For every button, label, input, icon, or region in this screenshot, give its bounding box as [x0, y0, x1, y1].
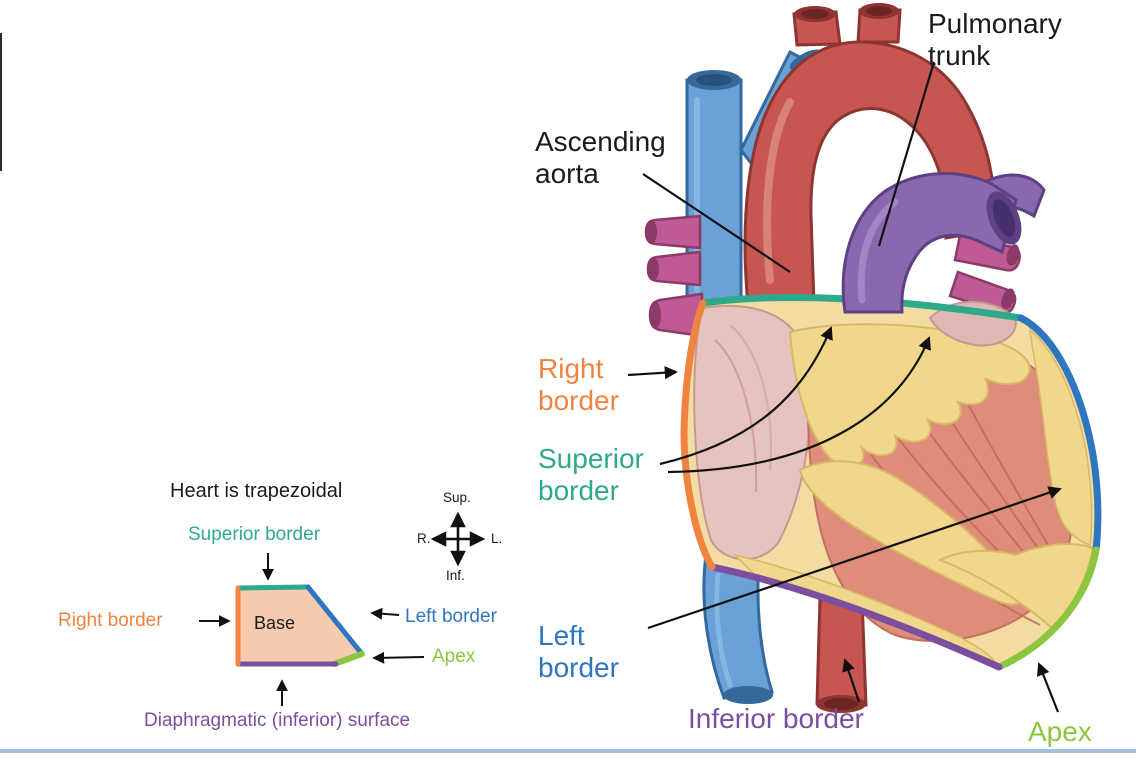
inferior-border-arrow: [842, 658, 861, 703]
aorta: [743, 3, 996, 307]
left-border-outline: [1017, 314, 1102, 554]
heart-body: [682, 296, 1099, 669]
schematic-arrows: [199, 553, 425, 706]
right-border-arrow: [627, 366, 678, 380]
schematic-apex-label: Apex: [432, 646, 476, 667]
superior-border-arrow-1: [659, 326, 833, 466]
right-border-outline: [680, 299, 716, 571]
left-pulmonary-vessels: [644, 214, 704, 338]
bottom-window-edge: [0, 749, 1136, 753]
left-border-arrow: [647, 486, 1062, 630]
left-edge-artifact: [0, 33, 2, 171]
apex-arrow: [1036, 662, 1060, 713]
compass-superior-label: Sup.: [443, 490, 471, 505]
apex-outline: [995, 546, 1100, 671]
schematic-left-label: Left border: [405, 606, 497, 627]
schematic-right-label: Right border: [58, 610, 163, 631]
compass-left-label: L.: [491, 531, 503, 546]
right-border-label: Right border: [538, 353, 619, 417]
schematic-apex-edge: [331, 651, 365, 667]
apex-label: Apex: [1028, 716, 1092, 747]
ascending-aorta-label: Ascending aorta: [535, 126, 666, 190]
descending-aorta: [815, 596, 868, 713]
right-pulmonary-vessels: [948, 233, 1021, 315]
left-border-label: Left border: [538, 620, 619, 684]
heart-illustration: [627, 3, 1102, 713]
pulmonary-trunk-label: Pulmonary trunk: [928, 8, 1062, 72]
schematic-inferior-label: Diaphragmatic (inferior) surface: [144, 710, 411, 731]
ascending-aorta-pointer-line: [642, 173, 791, 273]
pulmonary-trunk-vessel: [841, 172, 1046, 314]
schematic-left-arrow: [370, 607, 400, 620]
compass-right-label: R.: [417, 531, 431, 546]
superior-border-label: Superior border: [538, 443, 644, 507]
compass-inferior-label: Inf.: [446, 568, 465, 583]
inferior-border-label: Inferior border: [688, 703, 864, 734]
trapezoid-shape: [238, 587, 362, 664]
schematic-title: Heart is trapezoidal: [170, 480, 343, 502]
schematic-superior-label: Superior border: [188, 524, 321, 545]
trapezoid-schematic: [199, 553, 425, 706]
schematic-superior-edge: [235, 584, 311, 591]
schematic-left-border-edge: [305, 584, 365, 657]
pointer-arrows: [627, 61, 1062, 713]
schematic-apex-arrow: [372, 651, 425, 664]
pulmonary-trunk-pointer-line: [877, 61, 936, 247]
superior-border-arrow-2: [667, 336, 931, 474]
inferior-border-outline: [708, 563, 1003, 671]
trapezoid-base-label: Base: [254, 613, 296, 633]
orientation-compass: [430, 511, 486, 567]
